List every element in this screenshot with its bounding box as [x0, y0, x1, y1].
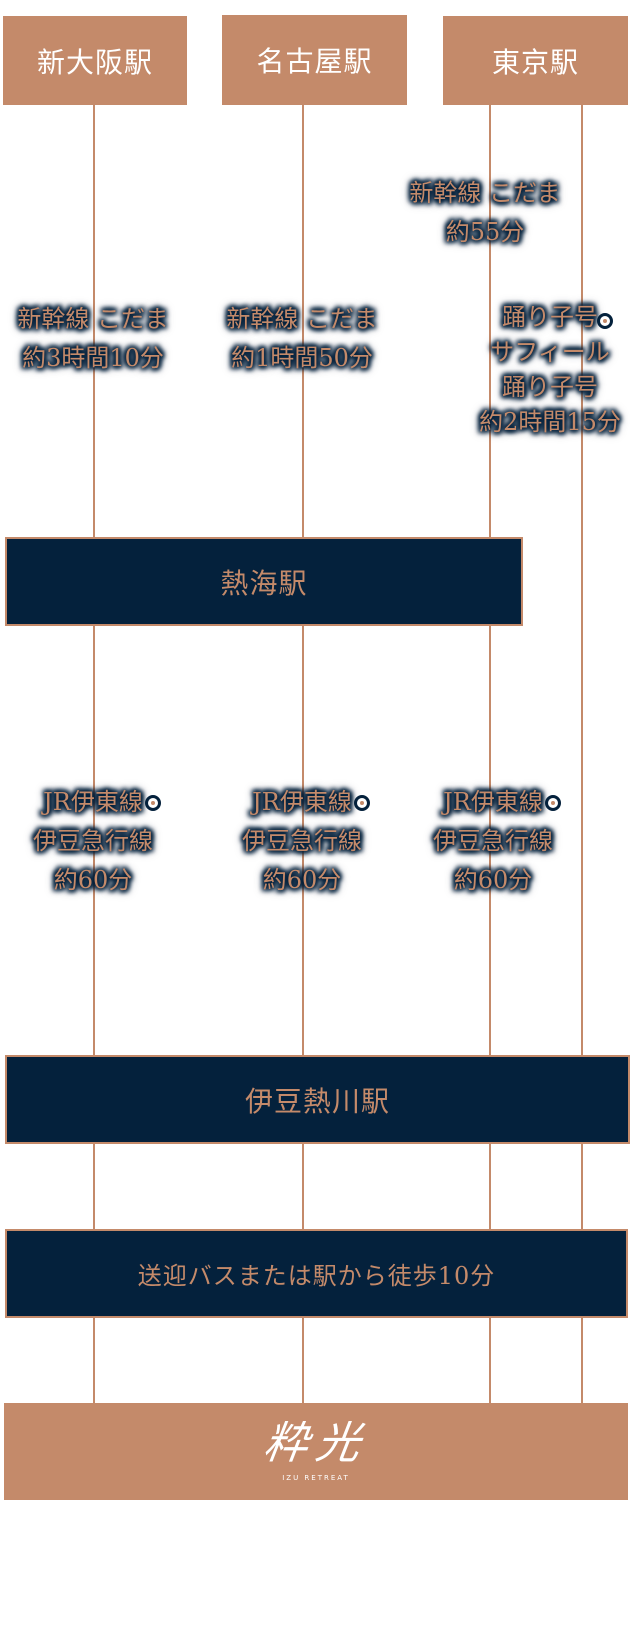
- route-line-text: 新幹線 こだま: [226, 305, 378, 333]
- station-izu-atagawa: 伊豆熱川駅: [5, 1055, 630, 1144]
- route-label-shin-osaka-kodama: 新幹線 こだま 約3時間10分: [3, 300, 183, 378]
- route-line-text: 伊豆急行線: [33, 827, 153, 855]
- station-tokyo-label: 東京駅: [491, 45, 579, 79]
- brand-logo: 粋光: [260, 1417, 372, 1469]
- route-line-text: JR伊東線: [43, 788, 143, 816]
- route-line-shin-osaka: [93, 104, 95, 1404]
- last-leg-label: 送迎バスまたは駅から徒歩10分: [137, 1262, 496, 1290]
- route-line-text: JR伊東線: [252, 788, 352, 816]
- route-line-text: 新幹線 こだま: [17, 305, 169, 333]
- route-dot-icon: [354, 795, 370, 811]
- brand-tagline: IZU RETREAT: [282, 1473, 350, 1482]
- route-label-tokyo-kodama: 新幹線 こだま 約55分: [395, 174, 575, 252]
- route-label-shin-osaka-ito: JR伊東線 伊豆急行線 約60分: [3, 783, 183, 900]
- route-dot-icon: [597, 313, 613, 329]
- station-nagoya: 名古屋駅: [222, 15, 407, 105]
- route-line-text: 踊り子号: [502, 373, 598, 401]
- footer-logo-panel: 粋光 IZU RETREAT: [4, 1403, 628, 1500]
- route-duration-text: 約60分: [53, 866, 133, 894]
- station-izu-atagawa-label: 伊豆熱川駅: [244, 1084, 390, 1118]
- route-label-nagoya-kodama: 新幹線 こだま 約1時間50分: [212, 300, 392, 378]
- route-label-nagoya-ito: JR伊東線 伊豆急行線 約60分: [212, 783, 392, 900]
- route-line-text: 新幹線 こだま: [409, 179, 561, 207]
- route-line-tokyo-kodama: [489, 104, 491, 1404]
- route-dot-icon: [545, 795, 561, 811]
- station-atami: 熱海駅: [5, 537, 523, 626]
- route-duration-text: 約60分: [453, 866, 533, 894]
- station-atami-label: 熱海駅: [220, 566, 308, 600]
- route-label-tokyo-ito: JR伊東線 伊豆急行線 約60分: [403, 783, 583, 900]
- route-line-tokyo-odoriko: [581, 104, 583, 1404]
- route-line-text: JR伊東線: [443, 788, 543, 816]
- station-shin-osaka-label: 新大阪駅: [36, 45, 153, 79]
- route-dot-icon: [145, 795, 161, 811]
- last-leg-box: 送迎バスまたは駅から徒歩10分: [5, 1229, 628, 1318]
- route-label-tokyo-odoriko: 踊り子号 サフィール 踊り子号 約2時間15分: [470, 300, 630, 440]
- station-tokyo: 東京駅: [443, 16, 628, 105]
- route-line-text: 伊豆急行線: [433, 827, 553, 855]
- route-duration-text: 約55分: [445, 218, 525, 246]
- route-line-text: 伊豆急行線: [242, 827, 362, 855]
- route-line-text: 踊り子号: [502, 303, 598, 331]
- route-duration-text: 約1時間50分: [231, 344, 373, 372]
- route-line-text: サフィール: [490, 338, 610, 366]
- station-shin-osaka: 新大阪駅: [3, 16, 187, 105]
- route-line-nagoya: [302, 104, 304, 1404]
- route-duration-text: 約3時間10分: [22, 344, 164, 372]
- route-duration-text: 約60分: [262, 866, 342, 894]
- route-duration-text: 約2時間15分: [479, 408, 621, 436]
- station-nagoya-label: 名古屋駅: [256, 45, 373, 78]
